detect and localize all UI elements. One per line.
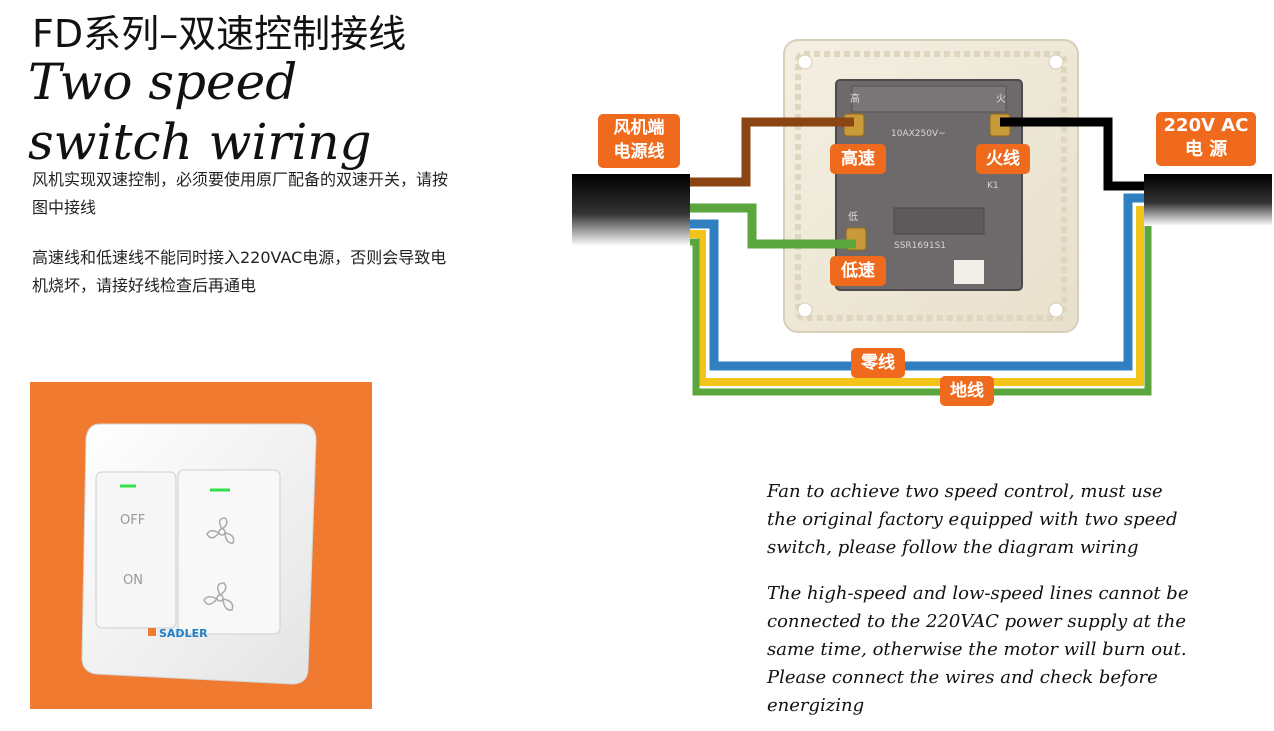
- chinese-paragraph-1: 风机实现双速控制，必须要使用原厂配备的双速开关，请按图中接线: [32, 170, 449, 217]
- power-side-cable: [1144, 174, 1272, 226]
- high-speed-wire: [690, 117, 854, 187]
- fan-power-cable-label: 风机端 电源线: [598, 114, 680, 168]
- on-label: ON: [123, 573, 143, 588]
- ground-wire-yellow: [690, 206, 1148, 386]
- right-rocker-button[interactable]: [177, 469, 281, 635]
- product-photo: OFF ON SADLER: [30, 382, 372, 709]
- brand-name: SADLER: [159, 627, 208, 640]
- switch-model-text: SSR1691S1: [894, 241, 946, 251]
- low-speed-wire: [690, 203, 856, 249]
- ac-power-label: 220V AC 电 源: [1156, 112, 1256, 166]
- page-title-english: Two speed switch wiring: [28, 53, 372, 171]
- fan-side-cable: [572, 174, 690, 246]
- live-wire-label: 火线: [976, 144, 1030, 174]
- power-label-line2: 电 源: [1184, 139, 1228, 160]
- off-label: OFF: [120, 513, 145, 528]
- fan-low-speed-icon: [206, 517, 235, 544]
- low-speed-label: 低速: [830, 256, 886, 286]
- brand-logo-icon: [148, 628, 156, 636]
- english-paragraph-1: Fan to achieve two speed control, must u…: [767, 481, 1178, 558]
- left-rocker-button[interactable]: [95, 471, 177, 629]
- neutral-wire-label: 零线: [851, 348, 905, 378]
- terminal-low-mark: 低: [848, 210, 858, 223]
- english-paragraph-2: The high-speed and low-speed lines canno…: [767, 583, 1189, 716]
- page-title-chinese: FD系列–双速控制接线: [32, 12, 407, 56]
- fan-high-speed-icon: [203, 582, 234, 611]
- terminal-high-mark: 高: [850, 92, 860, 105]
- wiring-diagram: 10AX250V~ K1 SSR1691S1 高 火 低: [572, 39, 1272, 396]
- live-wire: [1000, 117, 1148, 191]
- terminal-live-mark: 火: [996, 93, 1006, 105]
- fan-label-line2: 电源线: [613, 142, 665, 162]
- fan-label-line1: 风机端: [613, 118, 665, 138]
- switch-k1-text: K1: [987, 181, 999, 191]
- power-label-line1: 220V AC: [1163, 115, 1249, 136]
- switch-module: 10AX250V~ K1 SSR1691S1 高 火 低: [835, 79, 1023, 291]
- high-speed-label: 高速: [830, 144, 886, 174]
- switch-front-illustration: OFF ON SADLER: [81, 423, 317, 685]
- chinese-paragraph-2: 高速线和低速线不能同时接入220VAC电源，否则会导致电机烧坏，请接好线检查后再…: [32, 248, 447, 295]
- ground-wire-label: 地线: [940, 376, 994, 406]
- switch-rating-text: 10AX250V~: [891, 129, 946, 139]
- neutral-wire: [690, 193, 1148, 371]
